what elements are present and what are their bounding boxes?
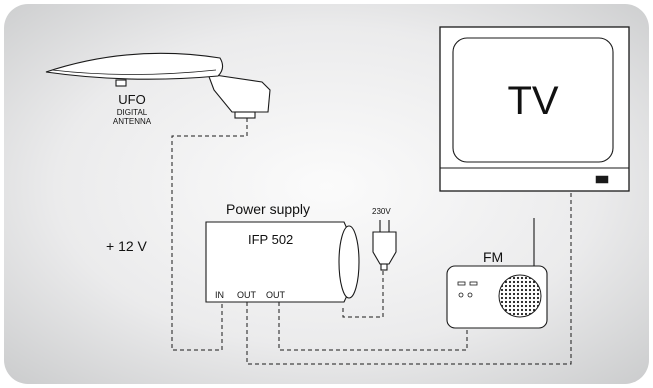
- ufo-antenna: [45, 52, 271, 119]
- antenna-connector: [234, 111, 256, 119]
- tv-screen: [452, 37, 614, 163]
- plug-voltage-label: 230V: [372, 207, 391, 216]
- power-supply-end-cap: [338, 225, 360, 299]
- radio-button-right: [469, 281, 478, 286]
- port-out1-label: OUT: [237, 290, 257, 300]
- power-supply-unit: [205, 221, 360, 303]
- radio-label: FM: [483, 249, 503, 265]
- cables: [171, 118, 572, 365]
- antenna-subtitle-line1: DIGITAL: [117, 108, 148, 117]
- antenna-dish-rim: [51, 69, 217, 75]
- power-supply-title: Power supply: [226, 201, 310, 217]
- tv-indicator: [595, 175, 609, 184]
- port-in-label: IN: [215, 290, 224, 300]
- port-out2-label: OUT: [266, 290, 286, 300]
- tv-cable: [246, 191, 572, 365]
- radio-knob-left: [458, 292, 464, 298]
- tv-set: [439, 26, 630, 192]
- antenna-cable: [171, 118, 248, 351]
- radio-speaker: [498, 274, 542, 318]
- antenna-name: UFO: [118, 92, 145, 107]
- mains-cable: [342, 270, 384, 318]
- antenna-subtitle-line2: ANTENNA: [113, 117, 152, 126]
- radio-cable: [278, 302, 468, 351]
- voltage-label: + 12 V: [106, 238, 148, 254]
- antenna-mount: [115, 79, 127, 87]
- power-supply-model: IFP 502: [248, 232, 293, 247]
- fm-radio: [446, 218, 548, 329]
- radio-knob-right: [467, 292, 473, 298]
- radio-button-left: [457, 281, 466, 286]
- plug-body: [372, 231, 397, 265]
- antenna-arm: [207, 73, 271, 113]
- plug-strain-relief: [380, 263, 388, 271]
- tv-label: TV: [507, 79, 558, 123]
- mains-plug-icon: [372, 220, 397, 271]
